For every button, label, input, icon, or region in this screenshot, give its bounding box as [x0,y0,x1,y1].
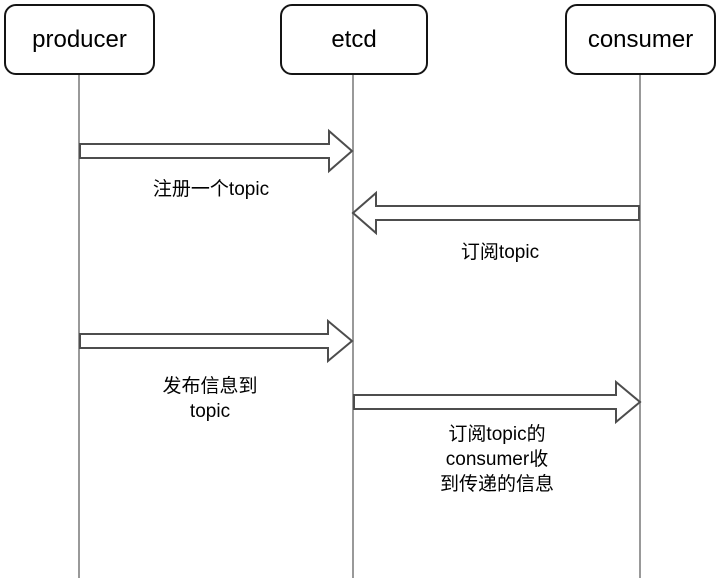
lifeline-producer [78,75,80,578]
message-label-publish-message: 发布信息到 topic [162,376,258,422]
arrow-register-topic [79,128,354,174]
arrow-publish-message [79,318,354,364]
lifeline-consumer [639,75,641,578]
actor-label-producer: producer [32,25,127,53]
actor-box-producer: producer [4,4,155,75]
message-label-register-topic: 注册一个topic [152,179,270,200]
actor-label-etcd: etcd [331,25,377,53]
message-label-deliver-message: 订阅topic的 consumer收 到传递的信息 [439,424,555,495]
actor-box-consumer: consumer [565,4,716,75]
arrow-subscribe-topic [351,190,640,236]
lifeline-etcd [352,75,354,578]
actor-label-consumer: consumer [587,25,694,53]
actor-box-etcd: etcd [280,4,428,75]
message-label-subscribe-topic: 订阅topic [460,242,540,263]
arrow-deliver-message [353,379,642,425]
